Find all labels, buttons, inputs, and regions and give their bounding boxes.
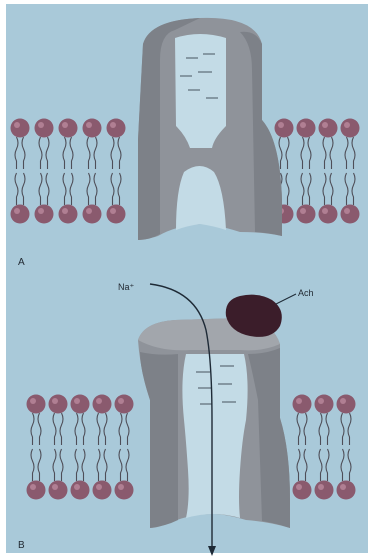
lipid-head bbox=[115, 481, 134, 500]
channel-pore-upper-a bbox=[175, 34, 226, 148]
lipid-head-highlight bbox=[296, 398, 302, 404]
lipid-head bbox=[93, 395, 112, 414]
ion-label: Na⁺ bbox=[118, 282, 135, 292]
lipid-head bbox=[35, 205, 54, 224]
lipid-head-highlight bbox=[30, 398, 36, 404]
lipid-head bbox=[275, 119, 294, 138]
lipid-head bbox=[107, 205, 126, 224]
lipid-head-highlight bbox=[86, 208, 92, 214]
lipid-head bbox=[27, 395, 46, 414]
lipid-head-highlight bbox=[62, 122, 68, 128]
lipid-head-highlight bbox=[300, 122, 306, 128]
lipid-head bbox=[315, 395, 334, 414]
lipid-head bbox=[293, 481, 312, 500]
lipid-head bbox=[293, 395, 312, 414]
lipid-head bbox=[11, 205, 30, 224]
lipid-head bbox=[71, 481, 90, 500]
lipid-head bbox=[315, 481, 334, 500]
lipid-head-highlight bbox=[318, 398, 324, 404]
lipid-head-highlight bbox=[14, 208, 20, 214]
lipid-head bbox=[341, 119, 360, 138]
lipid-head bbox=[107, 119, 126, 138]
lipid-head-highlight bbox=[110, 208, 116, 214]
lipid-head-highlight bbox=[110, 122, 116, 128]
lipid-head bbox=[59, 205, 78, 224]
channel-pore-b bbox=[182, 354, 247, 518]
lipid-head-highlight bbox=[52, 484, 58, 490]
lipid-head bbox=[49, 395, 68, 414]
lipid-head bbox=[11, 119, 30, 138]
lipid-head-highlight bbox=[344, 122, 350, 128]
lipid-head bbox=[93, 481, 112, 500]
lipid-head bbox=[83, 119, 102, 138]
lipid-head bbox=[319, 119, 338, 138]
lipid-head bbox=[35, 119, 54, 138]
lipid-head-highlight bbox=[96, 398, 102, 404]
lipid-head-highlight bbox=[340, 398, 346, 404]
lipid-head-highlight bbox=[74, 484, 80, 490]
lipid-head-highlight bbox=[14, 122, 20, 128]
lipid-head-highlight bbox=[118, 484, 124, 490]
lipid-head bbox=[341, 205, 360, 224]
lipid-head-highlight bbox=[86, 122, 92, 128]
channel-protein-open bbox=[138, 318, 290, 528]
lipid-head-highlight bbox=[38, 122, 44, 128]
lipid-head bbox=[49, 481, 68, 500]
lipid-head bbox=[337, 395, 356, 414]
ach-label: Ach bbox=[298, 288, 314, 298]
lipid-head bbox=[71, 395, 90, 414]
lipid-head-highlight bbox=[278, 122, 284, 128]
lipid-head-highlight bbox=[322, 208, 328, 214]
lipid-head-highlight bbox=[74, 398, 80, 404]
lipid-head-highlight bbox=[296, 484, 302, 490]
lipid-head bbox=[115, 395, 134, 414]
panel-b-label: B bbox=[18, 540, 25, 551]
lipid-head bbox=[83, 205, 102, 224]
lipid-head bbox=[297, 205, 316, 224]
lipid-head bbox=[59, 119, 78, 138]
lipid-head-highlight bbox=[118, 398, 124, 404]
lipid-head-highlight bbox=[318, 484, 324, 490]
lipid-head-highlight bbox=[52, 398, 58, 404]
lipid-head-highlight bbox=[322, 122, 328, 128]
lipid-head-highlight bbox=[340, 484, 346, 490]
lipid-head bbox=[337, 481, 356, 500]
lipid-head bbox=[319, 205, 338, 224]
lipid-head-highlight bbox=[38, 208, 44, 214]
channel-protein-closed bbox=[138, 18, 282, 240]
lipid-head bbox=[27, 481, 46, 500]
panel-a-label: A bbox=[18, 257, 25, 268]
lipid-head-highlight bbox=[96, 484, 102, 490]
lipid-head-highlight bbox=[344, 208, 350, 214]
lipid-head-highlight bbox=[30, 484, 36, 490]
lipid-head-highlight bbox=[62, 208, 68, 214]
lipid-head bbox=[297, 119, 316, 138]
lipid-head-highlight bbox=[300, 208, 306, 214]
